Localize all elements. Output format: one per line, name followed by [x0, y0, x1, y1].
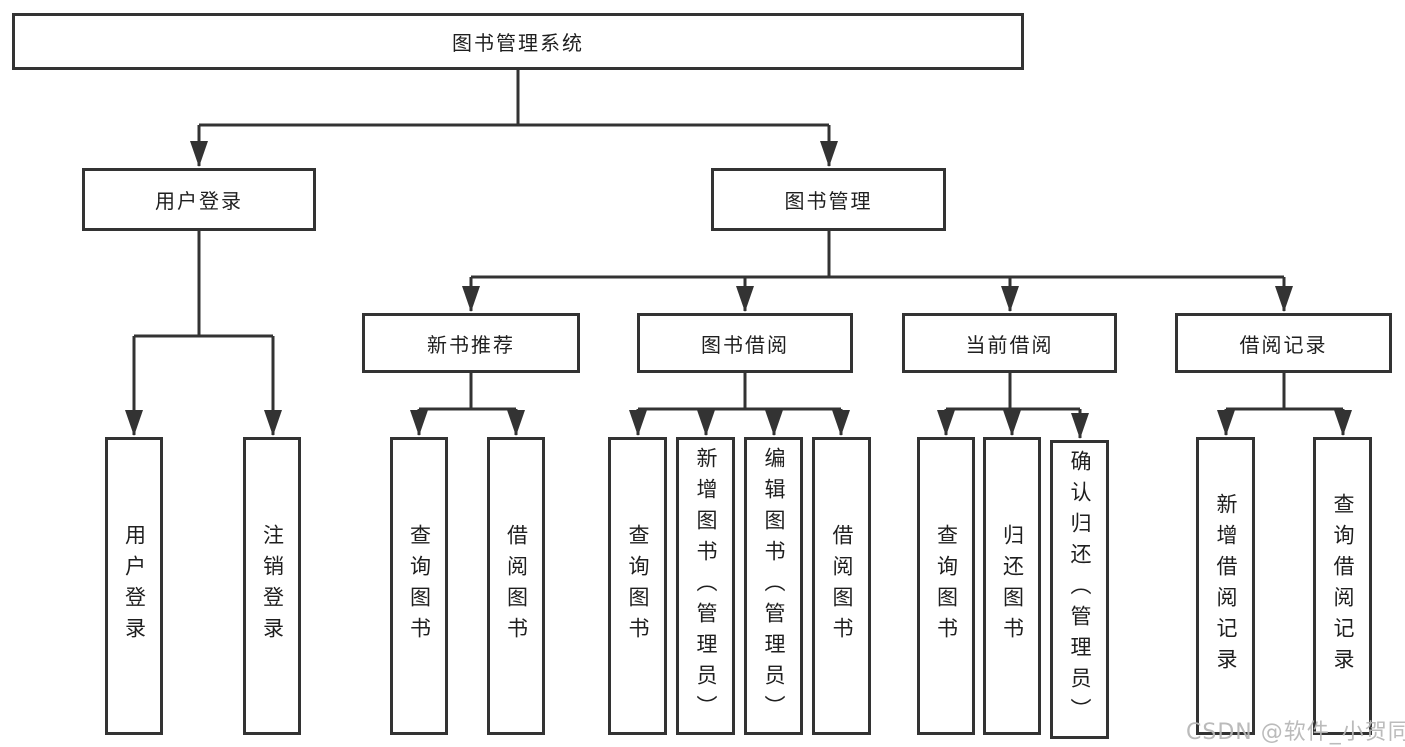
leaf-current-query-book-label: 查询图书 — [934, 524, 959, 648]
leaf-records-add-record-label: 新增借阅记录 — [1214, 493, 1238, 679]
leaf-recommend-query-book-label: 查询图书 — [407, 524, 432, 648]
node-new-book-recommend: 新书推荐 — [362, 313, 580, 373]
leaf-current-confirm-return-admin-label: 确认归还（管理员） — [1068, 450, 1092, 729]
leaf-borrow-borrow-book-label: 借阅图书 — [830, 524, 854, 648]
leaf-borrow-add-book-admin: 新增图书（管理员） — [676, 437, 735, 735]
node-user-login: 用户登录 — [82, 168, 316, 231]
leaf-user-login: 用户登录 — [105, 437, 163, 735]
leaf-records-query-record: 查询借阅记录 — [1313, 437, 1372, 735]
node-borrow-records: 借阅记录 — [1175, 313, 1392, 373]
node-current-borrow: 当前借阅 — [902, 313, 1117, 373]
node-root-library-system: 图书管理系统 — [12, 13, 1024, 70]
leaf-borrow-add-book-admin-label: 新增图书（管理员） — [694, 446, 718, 726]
node-book-borrow: 图书借阅 — [637, 313, 853, 373]
node-book-management: 图书管理 — [711, 168, 946, 231]
leaf-recommend-borrow-book-label: 借阅图书 — [504, 524, 529, 648]
leaf-user-login-label: 用户登录 — [122, 524, 147, 648]
leaf-borrow-edit-book-admin: 编辑图书（管理员） — [744, 437, 803, 735]
leaf-borrow-query-book: 查询图书 — [608, 437, 667, 735]
leaf-logout-label: 注销登录 — [260, 524, 285, 648]
leaf-logout: 注销登录 — [243, 437, 301, 735]
leaf-current-query-book: 查询图书 — [917, 437, 975, 735]
leaf-current-return-book: 归还图书 — [983, 437, 1041, 735]
leaf-recommend-query-book: 查询图书 — [390, 437, 448, 735]
csdn-watermark: CSDN @软件_小贺同学 — [1186, 720, 1405, 745]
leaf-current-return-book-label: 归还图书 — [1000, 524, 1025, 648]
leaf-borrow-borrow-book: 借阅图书 — [812, 437, 871, 735]
leaf-borrow-query-book-label: 查询图书 — [626, 524, 650, 648]
leaf-current-confirm-return-admin: 确认归还（管理员） — [1050, 440, 1109, 739]
leaf-records-add-record: 新增借阅记录 — [1196, 437, 1255, 735]
leaf-recommend-borrow-book: 借阅图书 — [487, 437, 545, 735]
leaf-records-query-record-label: 查询借阅记录 — [1331, 493, 1355, 679]
leaf-borrow-edit-book-admin-label: 编辑图书（管理员） — [762, 446, 786, 726]
